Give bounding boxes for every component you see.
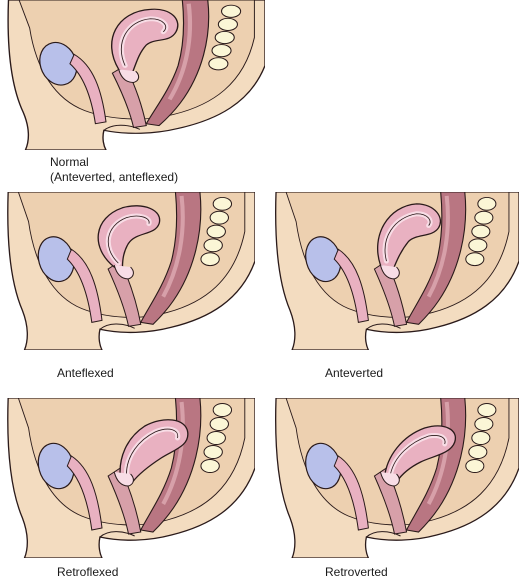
sacral-vertebra: [214, 30, 235, 45]
vagina: [107, 260, 142, 327]
uterine-cavity-line: [126, 428, 179, 475]
pelvis-illustration-retroverted: [275, 398, 519, 558]
sacral-vertebra: [208, 57, 229, 71]
uterine-cavity-line: [384, 213, 431, 262]
rectum-highlight: [426, 195, 450, 298]
cervix: [379, 264, 400, 280]
rectum-highlight: [161, 195, 185, 298]
sacral-vertebra: [474, 210, 494, 225]
sacral-vertebra: [468, 445, 488, 459]
sacral-vertebra: [477, 196, 497, 211]
sacral-vertebra: [212, 403, 233, 417]
sacral-vertebra: [203, 238, 223, 253]
rectum: [139, 192, 202, 325]
uterine-cavity-line: [390, 435, 446, 475]
sacral-vertebra: [206, 431, 226, 445]
rectum-highlight: [426, 401, 450, 505]
panel-retroverted: [268, 398, 519, 558]
uterus: [377, 203, 441, 272]
rectum-highlight: [167, 3, 193, 101]
sacrum: [465, 403, 497, 473]
caption-retroverted: Retroverted: [325, 565, 388, 579]
sacral-vertebra: [200, 252, 220, 267]
pelvis-illustration-retroflexed: [7, 398, 255, 558]
urethra-wall: [333, 248, 369, 323]
caption-normal: Normal (Anteverted, anteflexed): [50, 155, 178, 185]
sacral-vertebra: [203, 445, 223, 459]
pelvis-illustration-anteverted: [275, 192, 519, 350]
perineum: [366, 323, 401, 330]
sacral-vertebra: [206, 224, 226, 239]
sacral-vertebra: [200, 459, 220, 473]
sacral-vertebra: [471, 431, 491, 445]
perineum: [99, 323, 135, 330]
caption-retroflexed: Retroflexed: [57, 565, 119, 579]
panel-normal: [0, 0, 265, 150]
sacrum: [200, 196, 233, 267]
cervix: [118, 69, 140, 83]
panel-retroflexed: [0, 398, 255, 558]
caption-anteverted: Anteverted: [325, 366, 384, 380]
vagina: [373, 260, 408, 327]
sacrum: [465, 196, 497, 267]
caption-anteflexed: Anteflexed: [57, 366, 114, 380]
pelvis-section: [275, 398, 519, 558]
perineum: [103, 124, 141, 131]
uterine-cavity-line: [107, 215, 150, 264]
sacral-vertebra: [221, 4, 242, 18]
pelvis-section: [7, 398, 255, 558]
urethra-wall: [69, 53, 107, 125]
vagina: [373, 467, 408, 535]
rectum: [405, 192, 467, 325]
uterus: [110, 8, 179, 76]
sacral-vertebra: [477, 403, 497, 417]
panel-anteflexed: [0, 192, 255, 350]
perineum: [366, 531, 401, 538]
pelvis-illustration-anteflexed: [7, 192, 255, 350]
sacral-vertebra: [217, 17, 238, 31]
sacral-vertebra: [474, 417, 494, 431]
pelvis-section: [7, 0, 265, 150]
caption-normal-line2: (Anteverted, anteflexed): [50, 170, 179, 184]
uterine-cavity-line: [120, 18, 167, 66]
cervix: [113, 264, 134, 280]
cervix: [379, 471, 400, 487]
urethra-wall: [66, 248, 103, 323]
urethra-wall: [333, 455, 369, 531]
sacral-vertebra: [465, 459, 485, 473]
uterus: [119, 419, 189, 483]
urethra-wall: [66, 455, 103, 531]
sacrum: [208, 4, 242, 71]
uterus: [383, 425, 457, 483]
sacral-vertebra: [209, 210, 229, 225]
pelvis-section: [7, 192, 255, 350]
sacral-vertebra: [471, 224, 491, 239]
sacral-vertebra: [465, 252, 485, 267]
vagina: [111, 64, 147, 129]
pelvis-section: [275, 192, 519, 350]
sacral-vertebra: [468, 238, 488, 253]
caption-normal-line1: Normal: [50, 155, 89, 169]
sacral-vertebra: [212, 196, 233, 211]
sacrum: [200, 403, 233, 473]
sacral-vertebra: [209, 417, 229, 431]
rectum-highlight: [161, 401, 185, 505]
rectum: [145, 0, 210, 127]
cervix: [113, 471, 134, 487]
perineum: [99, 531, 135, 538]
sacral-vertebra: [211, 44, 232, 58]
panel-anteverted: [268, 192, 519, 350]
vagina: [107, 467, 142, 535]
pelvis-illustration-normal: [7, 0, 265, 150]
